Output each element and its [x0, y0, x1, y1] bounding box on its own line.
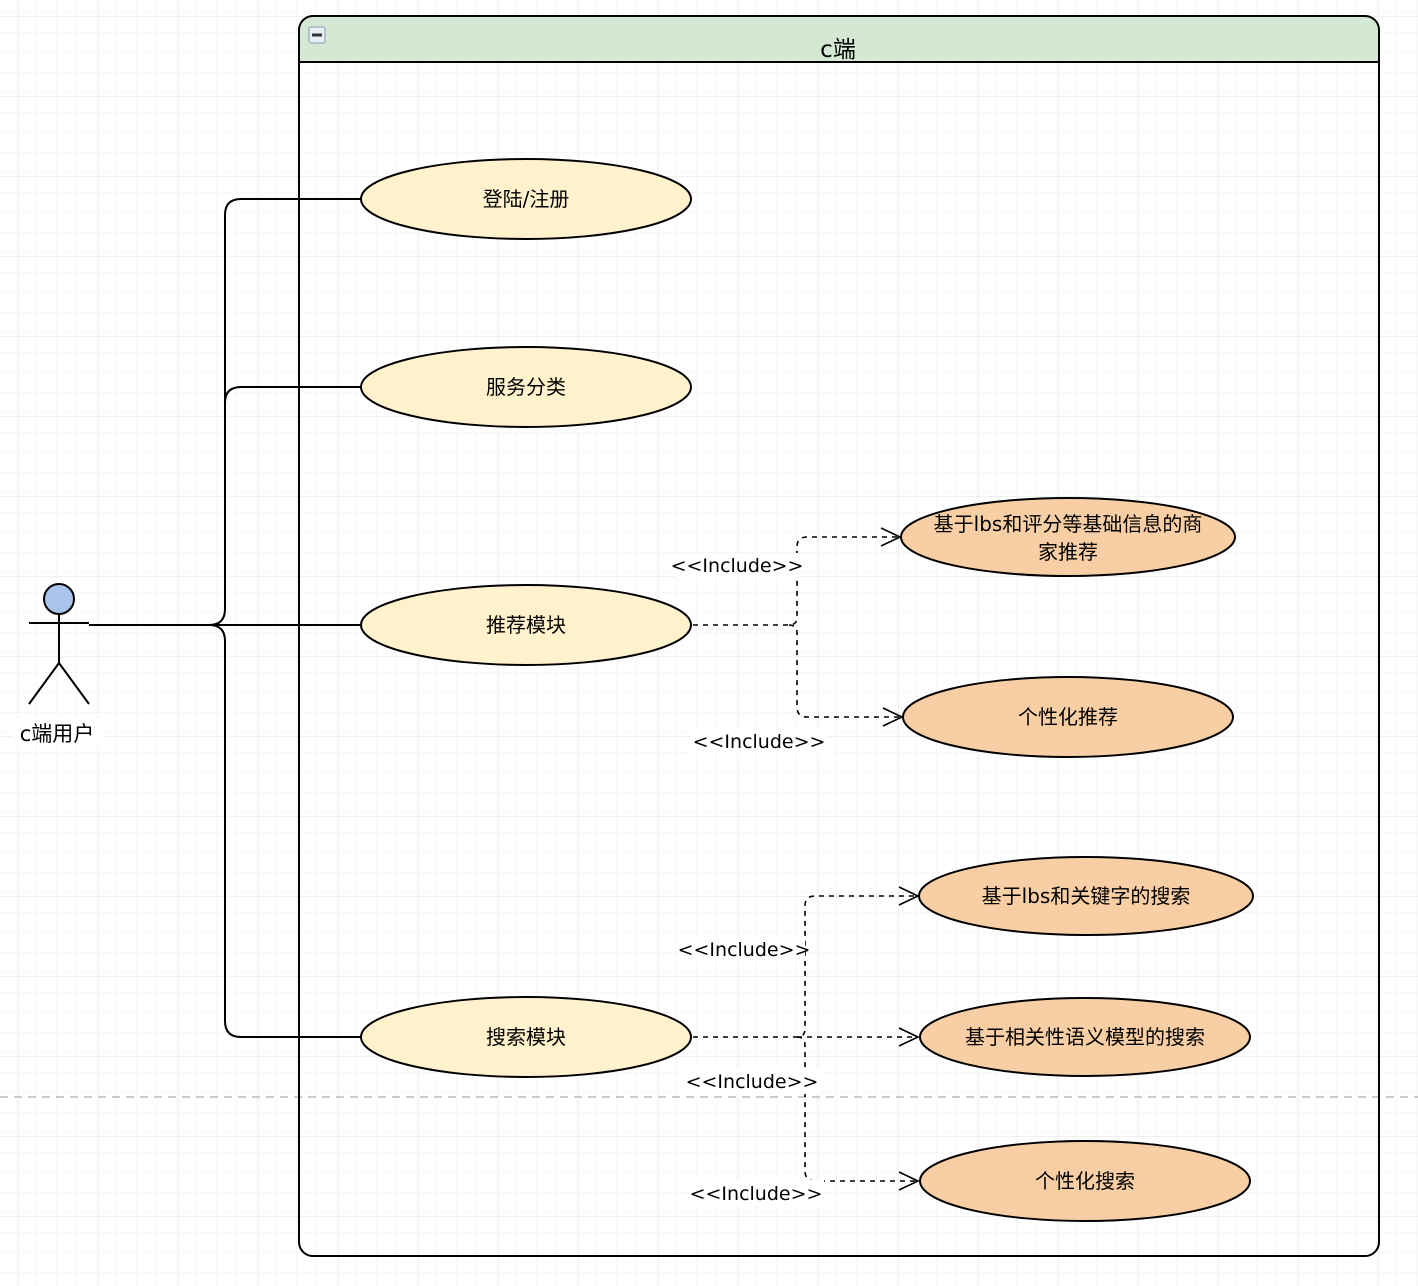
- include-label: <<Include>>: [686, 1071, 819, 1093]
- actor[interactable]: c端用户: [12, 583, 102, 746]
- arrowhead-personal-search: [898, 1171, 920, 1191]
- use-case-label-line-1: 基于lbs和评分等基础信息的商: [934, 512, 1203, 536]
- use-case-search[interactable]: 搜索模块: [360, 996, 692, 1078]
- use-case-label: 登陆/注册: [483, 187, 570, 211]
- use-case-login[interactable]: 登陆/注册: [360, 158, 692, 240]
- include-label: <<Include>>: [678, 939, 811, 961]
- use-case-label: 搜索模块: [486, 1025, 566, 1049]
- use-case-label: 个性化推荐: [1018, 705, 1118, 729]
- include-labels: <<Include>> <<Include>> <<Include>> <<In…: [671, 553, 828, 1206]
- actor-label: c端用户: [20, 722, 95, 746]
- use-case-label: 基于lbs和关键字的搜索: [982, 884, 1191, 908]
- use-case-label-line-2: 家推荐: [1038, 540, 1098, 564]
- use-case-personal-rec[interactable]: 个性化推荐: [902, 676, 1234, 758]
- association-search: [208, 624, 361, 1038]
- association-login: [208, 198, 361, 626]
- association-lines: [89, 198, 361, 1038]
- include-label: <<Include>>: [671, 555, 804, 577]
- system-title: c端: [820, 37, 856, 63]
- use-case-recommend[interactable]: 推荐模块: [360, 584, 692, 666]
- use-case-category[interactable]: 服务分类: [360, 346, 692, 428]
- include-label: <<Include>>: [693, 731, 826, 753]
- actor-stick-figure-icon: [28, 583, 90, 705]
- use-case-label: 服务分类: [486, 375, 566, 399]
- system-header: [299, 16, 1379, 62]
- system-boundary[interactable]: c端: [298, 15, 1380, 1257]
- minus-box-icon[interactable]: [308, 26, 326, 44]
- use-case-label: 推荐模块: [486, 613, 566, 637]
- use-case-label: 个性化搜索: [1035, 1169, 1135, 1193]
- include-label: <<Include>>: [690, 1183, 823, 1205]
- include-line-lbs-search: [693, 895, 917, 1038]
- system-border: [298, 15, 1380, 1257]
- arrowhead-semantic-search: [898, 1027, 920, 1047]
- use-case-lbs-search[interactable]: 基于lbs和关键字的搜索: [918, 856, 1254, 936]
- include-line-lbs-rec: [693, 536, 899, 626]
- use-case-semantic-search[interactable]: 基于相关性语义模型的搜索: [919, 997, 1251, 1077]
- include-line-personal-rec: [788, 624, 901, 718]
- use-case-lbs-rec[interactable]: 基于lbs和评分等基础信息的商 家推荐: [900, 497, 1236, 577]
- use-case-personal-search[interactable]: 个性化搜索: [919, 1140, 1251, 1222]
- use-case-label: 基于相关性语义模型的搜索: [965, 1025, 1205, 1049]
- association-category: [224, 386, 361, 404]
